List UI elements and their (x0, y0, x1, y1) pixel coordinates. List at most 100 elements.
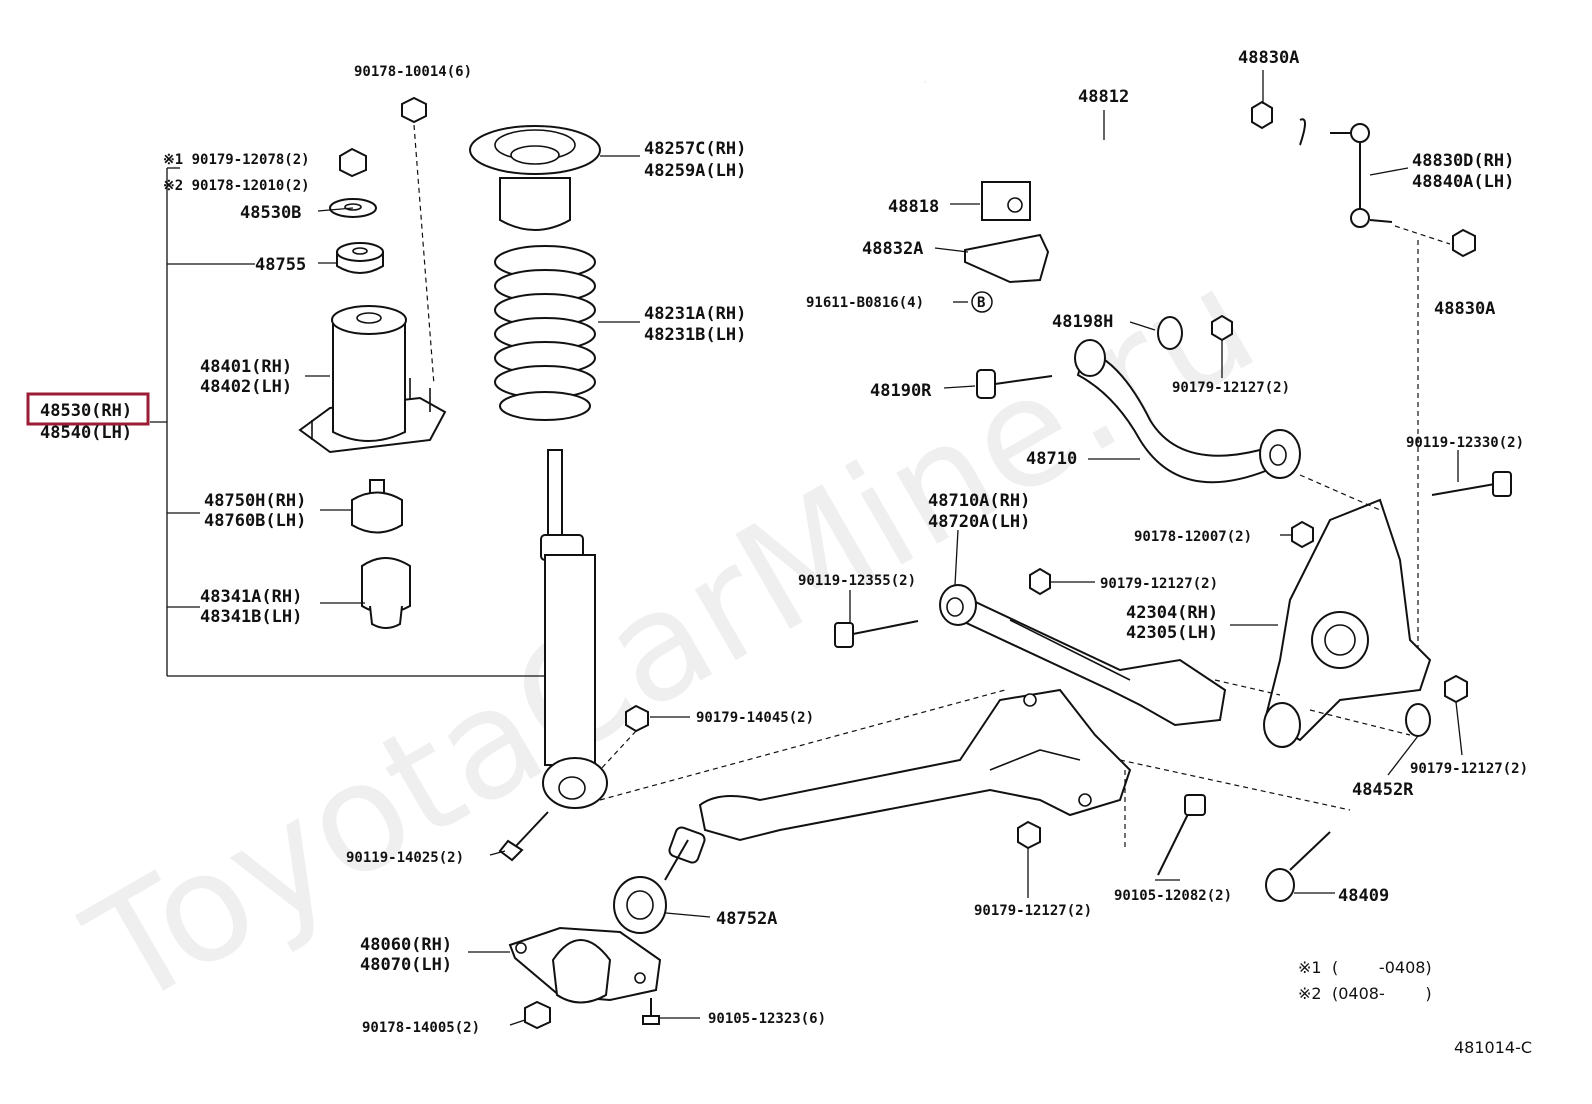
label-90178-12010: ※2 90178-12010(2) (163, 178, 310, 194)
label-90119-12330: 90119-12330(2) (1406, 435, 1524, 451)
label-90179-14045: 90179-14045(2) (696, 710, 814, 726)
bumper-48341a[interactable] (361, 557, 411, 629)
label-42305: 42305(LH) (1126, 623, 1218, 643)
bolt-48409[interactable] (1265, 831, 1331, 902)
label-48840a: 48840A(LH) (1412, 172, 1514, 192)
label-48060: 48060(RH) (360, 935, 452, 955)
knuckle-42304[interactable] (1263, 498, 1432, 748)
shock-mount-48401[interactable] (298, 305, 447, 454)
label-48198h: 48198H (1052, 312, 1113, 332)
label-48830a-right: 48830A (1434, 299, 1495, 319)
nut-90179-12127-b[interactable] (1029, 567, 1051, 596)
nut-90178-10014[interactable] (401, 96, 435, 386)
nut-90179-12127-d[interactable] (1017, 820, 1041, 850)
label-90179-12127-a: 90179-12127(2) (1172, 380, 1290, 396)
assembly-dashes (599, 679, 1411, 850)
note-1-mark: ※1 (1298, 958, 1322, 977)
nut-48830a-top[interactable] (1251, 100, 1273, 130)
label-48812: 48812 (1078, 87, 1129, 107)
assembly-bracket (150, 167, 555, 677)
note-2-mark: ※2 (1298, 984, 1322, 1003)
label-48752a: 48752A (716, 909, 777, 929)
label-48231b: 48231B(LH) (644, 325, 746, 345)
nut-90178-14005[interactable] (524, 1000, 551, 1030)
upper-arm-48710[interactable] (1074, 339, 1301, 484)
label-90105-12323: 90105-12323(6) (708, 1011, 826, 1027)
label-48259a: 48259A(LH) (644, 161, 746, 181)
label-48710a: 48710A(RH) (928, 491, 1030, 511)
label-90179-12127-d: 90179-12127(2) (974, 903, 1092, 919)
label-90179-12078: ※1 90179-12078(2) (163, 152, 310, 168)
label-48832a: 48832A (862, 239, 923, 259)
nut-90179-12078[interactable] (339, 147, 367, 178)
label-48070: 48070(LH) (360, 955, 452, 975)
label-48190r: 48190R (870, 381, 932, 401)
label-48760b: 48760B(LH) (204, 511, 306, 531)
stabilizer-bar-48812[interactable] (923, 79, 1306, 229)
highlight-box-48530 (26, 392, 150, 426)
shock-absorber[interactable] (540, 449, 608, 809)
label-48530: 48530(RH) (40, 401, 132, 421)
spring-seat-48257c[interactable] (469, 125, 601, 231)
label-48341b: 48341B(LH) (200, 607, 302, 627)
label-90105-12082: 90105-12082(2) (1114, 888, 1232, 904)
bolt-90119-12330[interactable] (1299, 471, 1512, 511)
label-90178-14005: 90178-14005(2) (362, 1020, 480, 1036)
label-48750h: 48750H(RH) (204, 491, 306, 511)
bolt-90119-12355[interactable] (834, 620, 919, 648)
nut-90179-12127-a[interactable] (1211, 314, 1233, 342)
label-42304: 42304(RH) (1126, 603, 1218, 623)
label-90179-12127-b: 90179-12127(2) (1100, 576, 1218, 592)
label-48231a: 48231A(RH) (644, 304, 746, 324)
diagram-code: 481014-C (1454, 1038, 1532, 1057)
bushing-48452r[interactable] (1405, 703, 1431, 737)
label-48257c: 48257C(RH) (644, 139, 746, 159)
label-90178-12007: 90178-12007(2) (1134, 529, 1252, 545)
bolt-90105-12323[interactable] (642, 998, 660, 1025)
label-48755: 48755 (255, 255, 306, 275)
label-48401: 48401(RH) (200, 357, 292, 377)
bracket-48060[interactable] (508, 926, 662, 1004)
label-48830a-top: 48830A (1238, 48, 1299, 68)
nut-90178-12007[interactable] (1291, 520, 1314, 549)
bracket-48832a[interactable] (964, 233, 1050, 284)
label-90119-14025: 90119-14025(2) (346, 850, 464, 866)
label-48530b: 48530B (240, 203, 301, 223)
note-1-range: ( -0408) (1332, 958, 1432, 977)
b-marker-circle (971, 291, 993, 313)
labels: 90178-10014(6) ※1 90179-12078(2) ※2 9017… (26, 48, 1532, 1057)
label-48818: 48818 (888, 197, 939, 217)
note-2-range: (0408- ) (1332, 984, 1432, 1003)
label-90119-12355: 90119-12355(2) (798, 573, 916, 589)
label-48452r: 48452R (1352, 780, 1414, 800)
bushing-48198h[interactable] (1157, 316, 1183, 350)
coil-spring-48231a[interactable] (494, 245, 596, 421)
link-48830d[interactable] (1330, 123, 1451, 245)
arm-48710a[interactable] (939, 584, 1227, 727)
label-48720a: 48720A(LH) (928, 512, 1030, 532)
nut-90179-12127-c[interactable] (1444, 674, 1468, 704)
bushing-48752a[interactable] (613, 876, 667, 934)
bolt-48190r[interactable] (976, 369, 1053, 399)
label-90179-12127-c: 90179-12127(2) (1410, 761, 1528, 777)
nut-90179-14045[interactable] (599, 704, 690, 771)
label-91611-b0816: 91611-B0816(4) (806, 295, 924, 311)
label-48710: 48710 (1026, 449, 1077, 469)
bump-stopper-48750h[interactable] (351, 479, 403, 534)
label-48540: 48540(LH) (40, 423, 132, 443)
label-90178-10014: 90178-10014(6) (354, 64, 472, 80)
label-48409: 48409 (1338, 886, 1389, 906)
nut-48830a-right[interactable] (1417, 228, 1476, 680)
label-b-marker: B (977, 295, 985, 311)
bolt-90105-12082[interactable] (1157, 794, 1206, 876)
leader-lines (305, 70, 1463, 1026)
label-48402: 48402(LH) (200, 377, 292, 397)
label-48341a: 48341A(RH) (200, 587, 302, 607)
lower-control-arm[interactable] (664, 688, 1132, 881)
bolt-90119-14025[interactable] (489, 811, 549, 862)
bushing-48755[interactable] (336, 242, 384, 274)
label-48830d: 48830D(RH) (1412, 151, 1514, 171)
bushing-48818[interactable] (981, 181, 1031, 221)
